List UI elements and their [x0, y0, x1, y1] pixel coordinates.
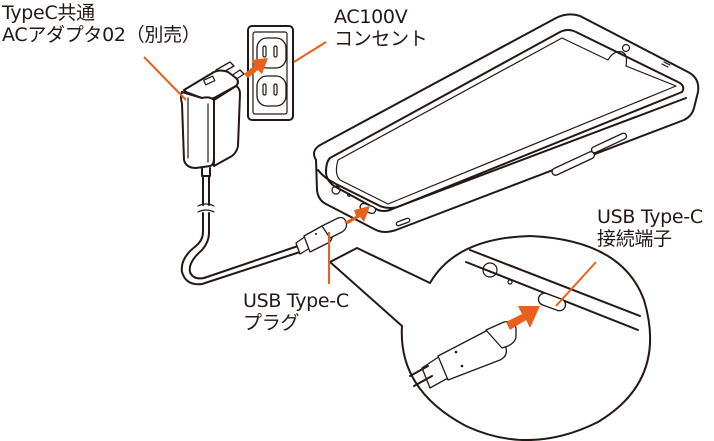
detail-magnifier-circle — [329, 235, 652, 441]
usb-c-plug-icon — [295, 216, 348, 255]
outlet-callout-line — [293, 41, 327, 63]
plug-label-line2: プラグ — [243, 312, 300, 334]
insert-arrow-icon — [344, 206, 370, 224]
adapter-label-line2: ACアダプタ02（別売） — [2, 24, 201, 46]
port-label-line1: USB Type-C — [597, 206, 703, 228]
plug-label-line1: USB Type-C — [243, 290, 349, 312]
port-callout-line — [555, 261, 597, 307]
adapter-label: TypeC共通 ACアダプタ02（別売） — [2, 2, 201, 46]
outlet-arrow-icon — [244, 58, 268, 78]
port-label: USB Type-C 接続端子 — [597, 206, 703, 250]
outlet-label-line1: AC100V — [334, 6, 408, 28]
outlet-label-line2: コンセント — [334, 28, 428, 50]
port-label-line2: 接続端子 — [597, 228, 672, 250]
smartphone-icon — [313, 13, 700, 233]
ac-adapter-icon — [180, 61, 245, 177]
wall-outlet-icon — [247, 25, 294, 121]
adapter-callout-line — [143, 56, 187, 101]
adapter-label-line1: TypeC共通 — [2, 2, 95, 24]
plug-label: USB Type-C プラグ — [243, 290, 349, 334]
outlet-label: AC100V コンセント — [334, 6, 428, 50]
cable — [180, 175, 301, 286]
